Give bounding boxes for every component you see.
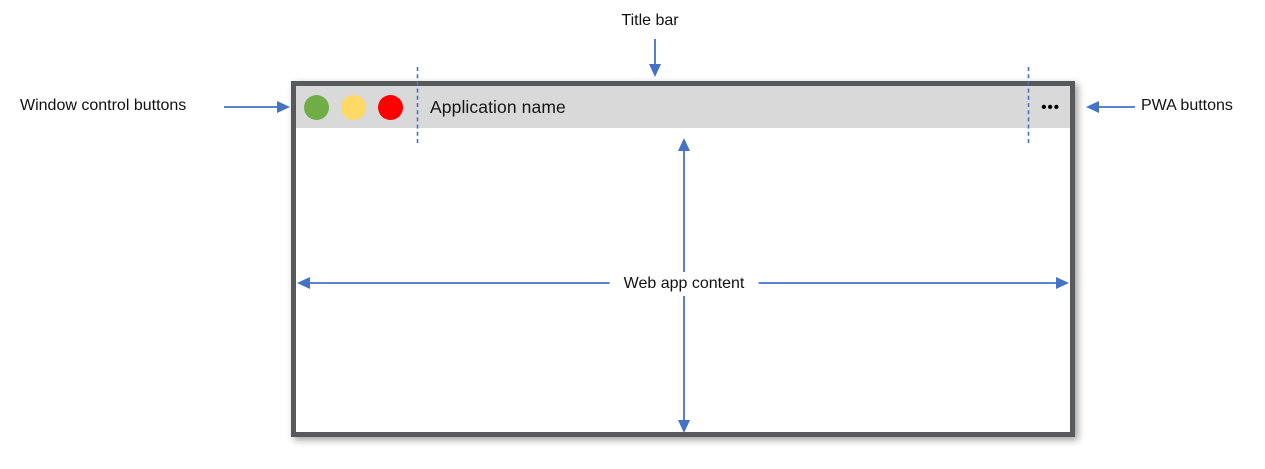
window-control-green-icon[interactable] bbox=[304, 94, 329, 120]
app-name-label: Application name bbox=[430, 96, 566, 117]
title-bar-arrow bbox=[649, 39, 661, 77]
window-controls-label: Window control buttons bbox=[20, 97, 187, 114]
pwa-window: Application name ••• bbox=[291, 81, 1075, 437]
title-bar[interactable]: Application name ••• bbox=[296, 86, 1070, 128]
web-app-content-label: Web app content bbox=[609, 272, 759, 296]
window-control-yellow-icon[interactable] bbox=[341, 94, 366, 120]
window-controls-arrow bbox=[224, 101, 290, 113]
pwa-buttons-arrow bbox=[1086, 101, 1135, 113]
ellipsis-icon[interactable]: ••• bbox=[1041, 98, 1060, 116]
title-bar-label: Title bar bbox=[621, 12, 679, 29]
window-control-buttons bbox=[304, 94, 403, 120]
pwa-buttons-label: PWA buttons bbox=[1141, 97, 1233, 114]
window-control-red-icon[interactable] bbox=[378, 94, 403, 120]
